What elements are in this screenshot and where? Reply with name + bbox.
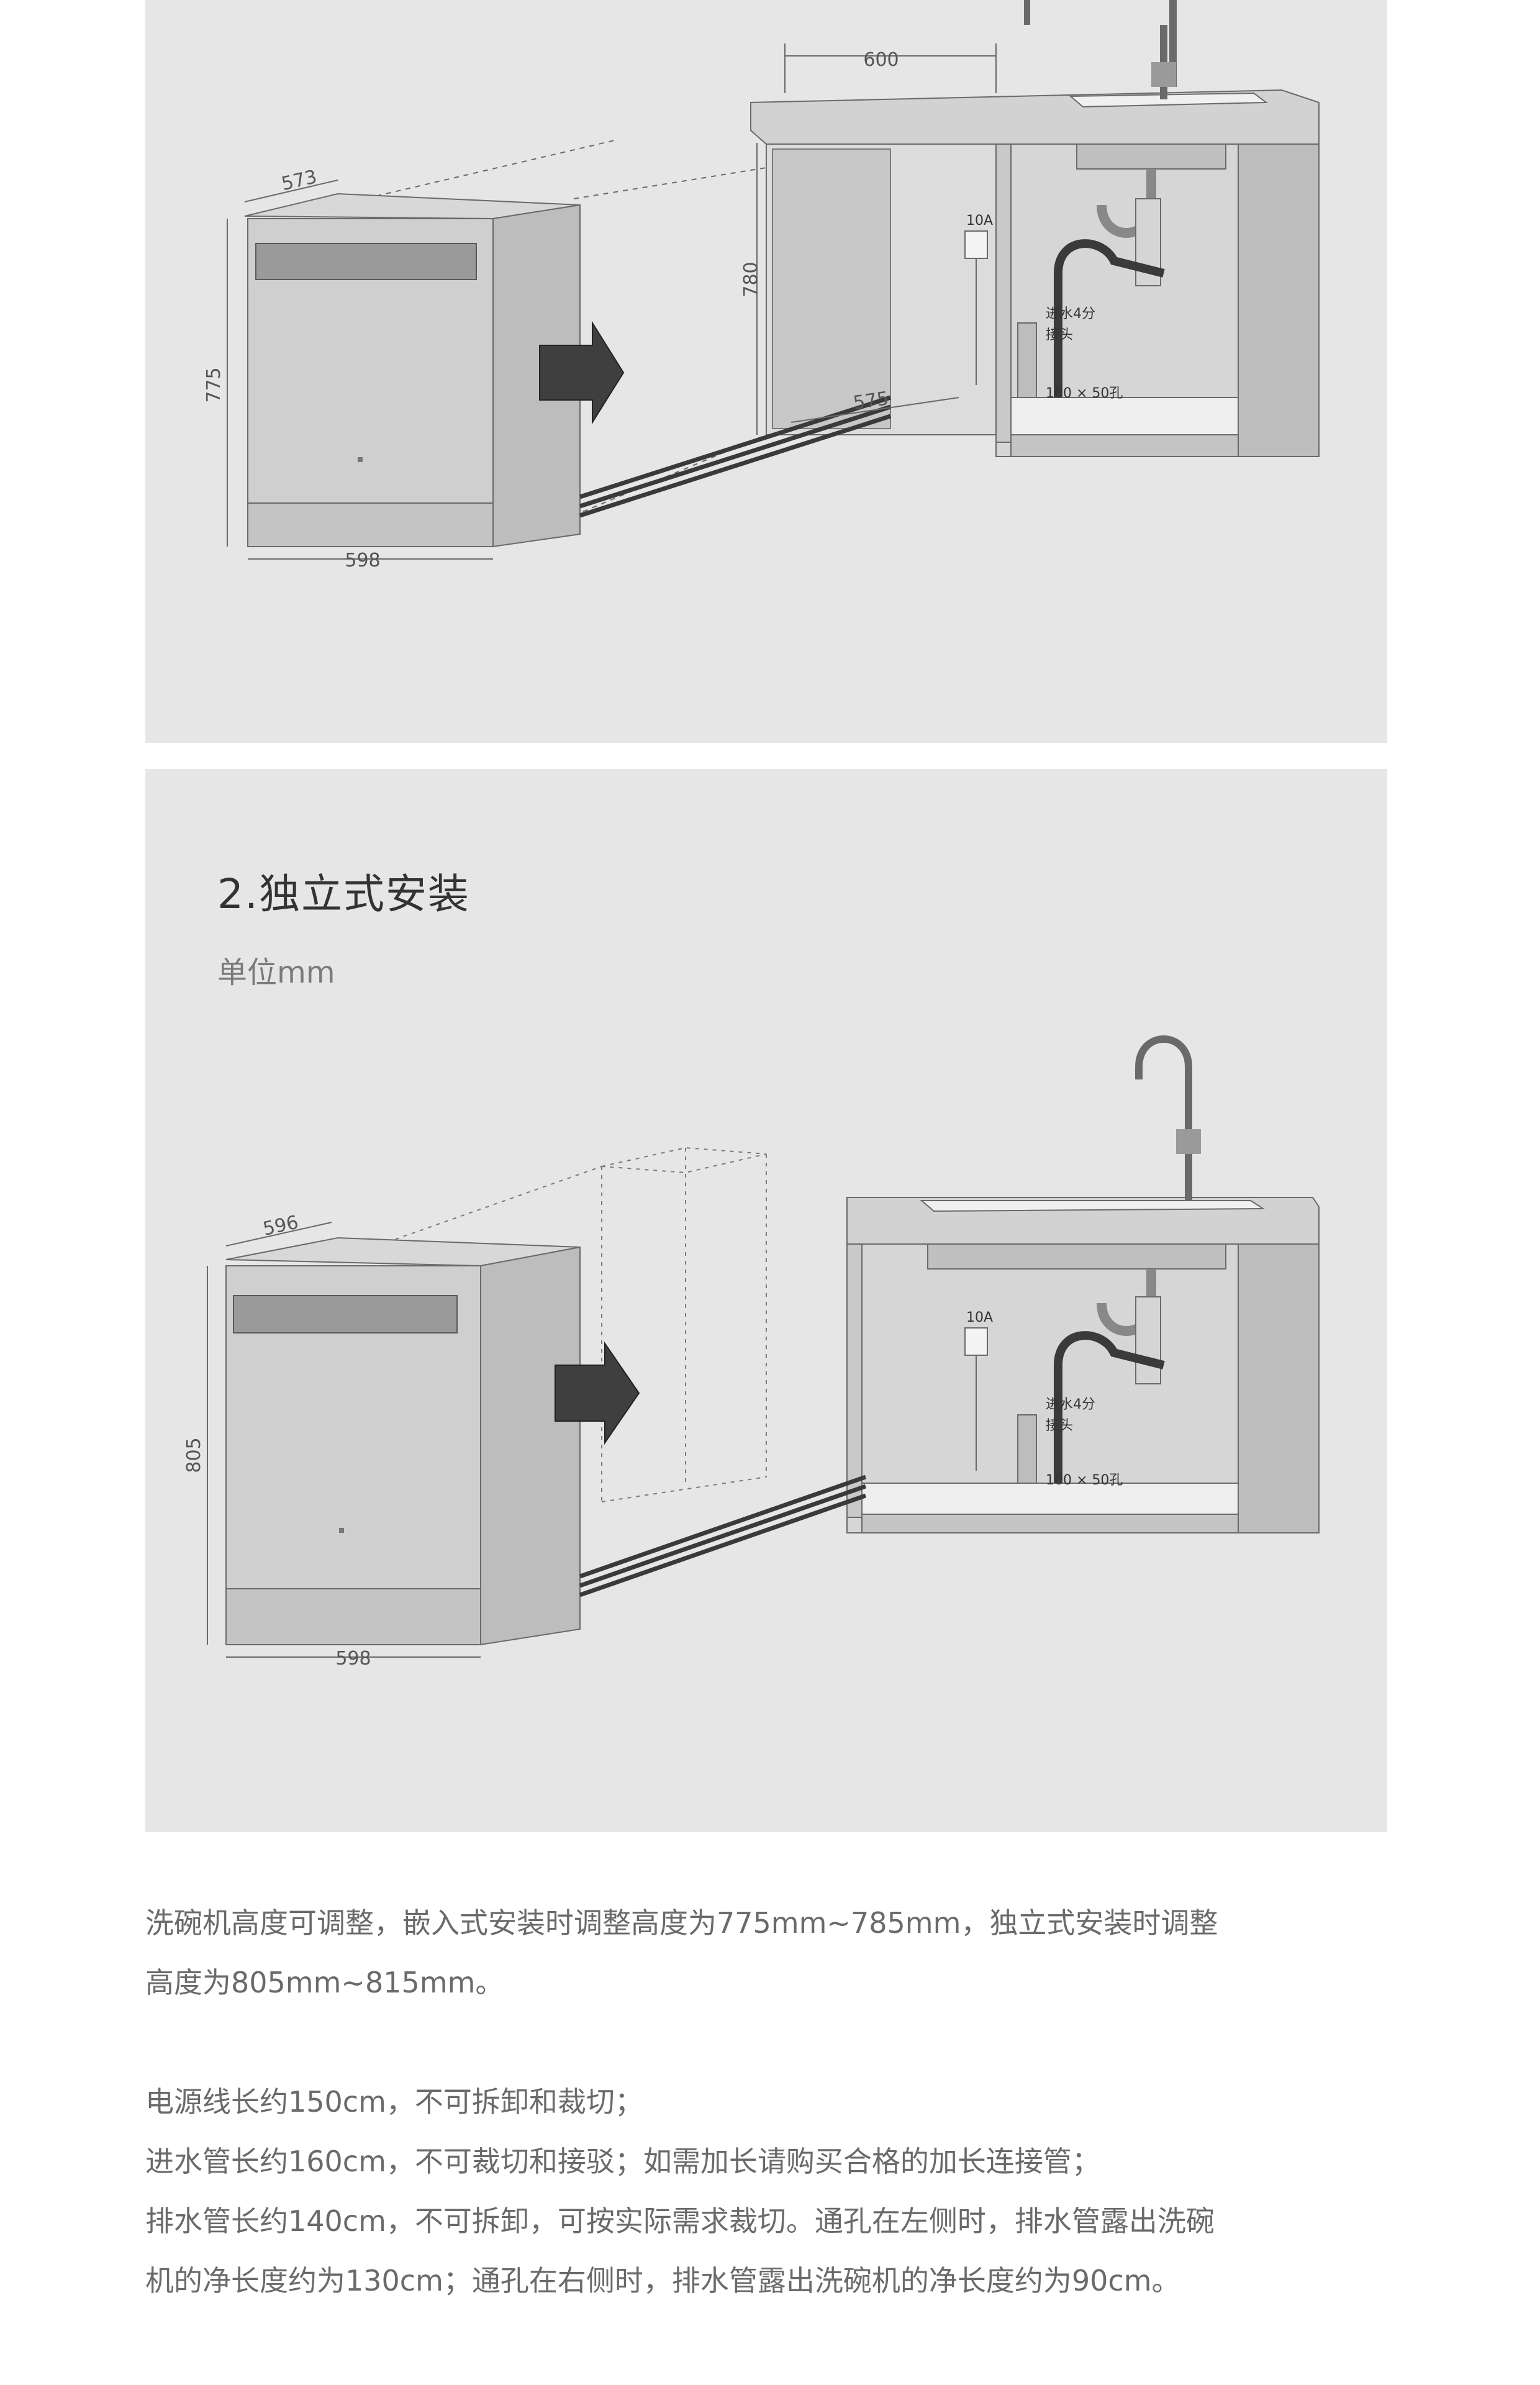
machine-height-label: 775 [203,367,225,402]
freestanding-depth-label: 596 [261,1212,300,1240]
cabinet-width-label: 600 [863,49,899,71]
freestanding-height-label: 805 [183,1437,205,1473]
machine-width-label: 598 [345,550,380,571]
socket-label: 10A [966,213,993,229]
embedded-installation-drawing: 600 780 575 573 775 598 10A 进水4分 接头 100 … [203,0,1320,571]
section-title: 2.独立式安装 [217,870,470,918]
freestanding-inlet-label-line1: 进水4分 [1046,1397,1095,1412]
freestanding-installation-diagram: 2.独立式安装 单位mm [145,769,1387,1832]
note-height-line2: 高度为805mm~815mm。 [145,1966,504,1999]
note-inlet-hose: 进水管长约160cm，不可裁切和接驳；如需加长请购买合格的加长连接管； [145,2145,1100,2178]
cabinet-depth-label: 575 [852,388,890,414]
note-drain-line2: 机的净长度约为130cm；通孔在右侧时，排水管露出洗碗机的净长度约为90cm。 [145,2264,1180,2297]
freestanding-socket-label: 10A [966,1310,993,1325]
inlet-label-line1: 进水4分 [1046,306,1095,322]
hole-label: 100 × 50孔 [1046,386,1123,401]
embedded-installation-diagram: 600 780 575 573 775 598 10A 进水4分 接头 100 … [145,0,1387,743]
installation-notes: 洗碗机高度可调整，嵌入式安装时调整高度为775mm~785mm，独立式安装时调整… [145,1893,1393,2310]
note-height-line1: 洗碗机高度可调整，嵌入式安装时调整高度为775mm~785mm，独立式安装时调整 [145,1906,1218,1940]
unit-label: 单位mm [217,955,335,990]
note-power-cord: 电源线长约150cm，不可拆卸和裁切； [145,2085,643,2119]
freestanding-width-label: 598 [335,1648,371,1670]
freestanding-inlet-label-line2: 接头 [1046,1418,1073,1433]
freestanding-installation-drawing: 596 805 598 10A 进水4分 接头 100 × 50孔 [183,1035,1320,1670]
inlet-label-line2: 接头 [1046,327,1073,343]
cabinet-height-label: 780 [740,261,762,297]
machine-depth-label: 573 [279,166,319,195]
freestanding-hole-label: 100 × 50孔 [1046,1473,1123,1488]
note-drain-line1: 排水管长约140cm，不可拆卸，可按实际需求裁切。通孔在左侧时，排水管露出洗碗 [145,2204,1215,2238]
